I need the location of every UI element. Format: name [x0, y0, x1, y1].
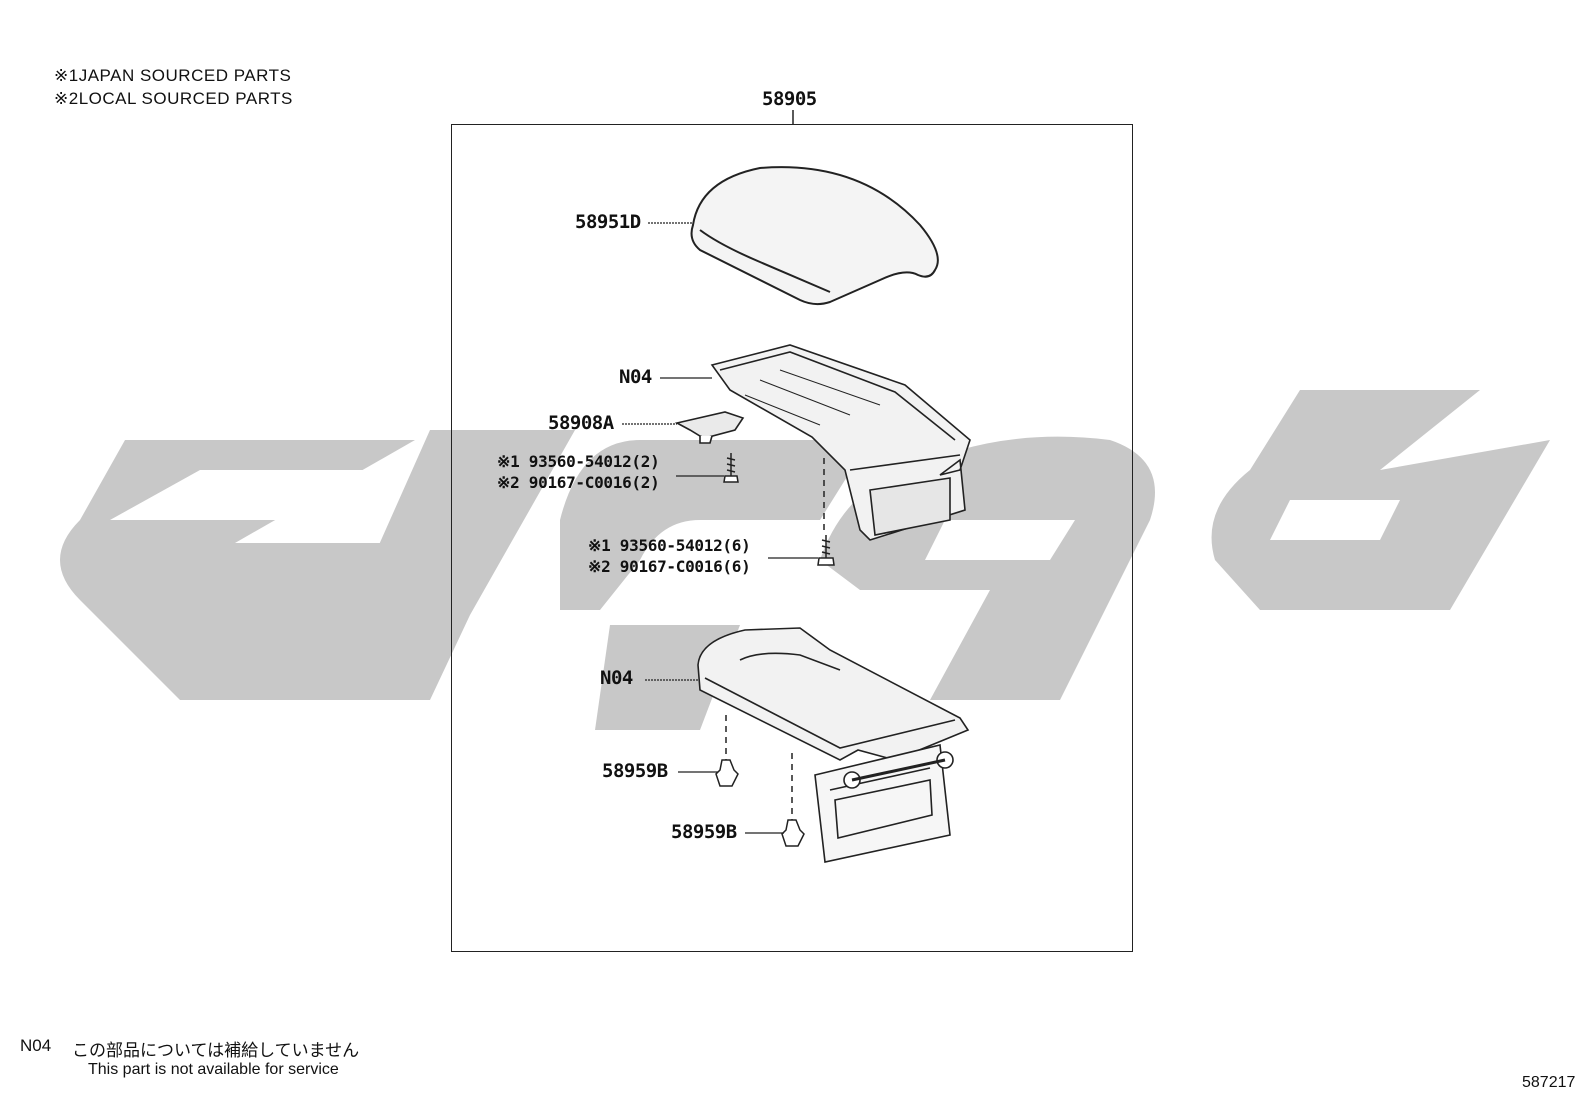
assembly-frame: [451, 124, 1133, 952]
clip-lower-illustration: [781, 819, 805, 847]
clip-upper-illustration: [715, 759, 739, 787]
assembly-number[interactable]: 58905: [762, 88, 817, 110]
note-local-sourced: ※2LOCAL SOURCED PARTS: [54, 89, 293, 109]
footnote-japanese: この部品については補給していません: [72, 1041, 360, 1060]
callout-screw-large-local[interactable]: ※2 90167-C0016(6): [588, 557, 751, 576]
footnote-code: N04: [20, 1036, 52, 1055]
latch-illustration: [674, 411, 745, 444]
callout-clip-lower[interactable]: 58959B: [671, 821, 737, 843]
upper-base-illustration: [710, 344, 971, 541]
note-mark: ※1: [54, 66, 79, 85]
diagram-id: 587217: [1522, 1074, 1576, 1091]
screw-small-illustration: [723, 453, 739, 483]
callout-upper-base[interactable]: N04: [619, 366, 652, 388]
callout-screw-small-japan[interactable]: ※1 93560-54012(2): [497, 452, 660, 471]
screw-large-illustration: [817, 535, 835, 566]
callout-lower-base[interactable]: N04: [600, 667, 633, 689]
note-text: LOCAL SOURCED PARTS: [78, 89, 293, 108]
callout-screw-small-local[interactable]: ※2 90167-C0016(2): [497, 473, 660, 492]
watermark-logo: [60, 390, 1550, 730]
callout-lid[interactable]: 58951D: [575, 211, 641, 233]
armrest-lid-illustration: [690, 166, 939, 306]
callout-screw-large-japan[interactable]: ※1 93560-54012(6): [588, 536, 751, 555]
callout-clip-upper[interactable]: 58959B: [602, 760, 668, 782]
lower-base-illustration: [697, 627, 970, 863]
note-text: JAPAN SOURCED PARTS: [78, 66, 292, 85]
note-japan-sourced: ※1JAPAN SOURCED PARTS: [54, 66, 291, 86]
note-mark: ※2: [54, 89, 79, 108]
footnote-english: This part is not available for service: [88, 1061, 339, 1078]
callout-latch[interactable]: 58908A: [548, 412, 614, 434]
